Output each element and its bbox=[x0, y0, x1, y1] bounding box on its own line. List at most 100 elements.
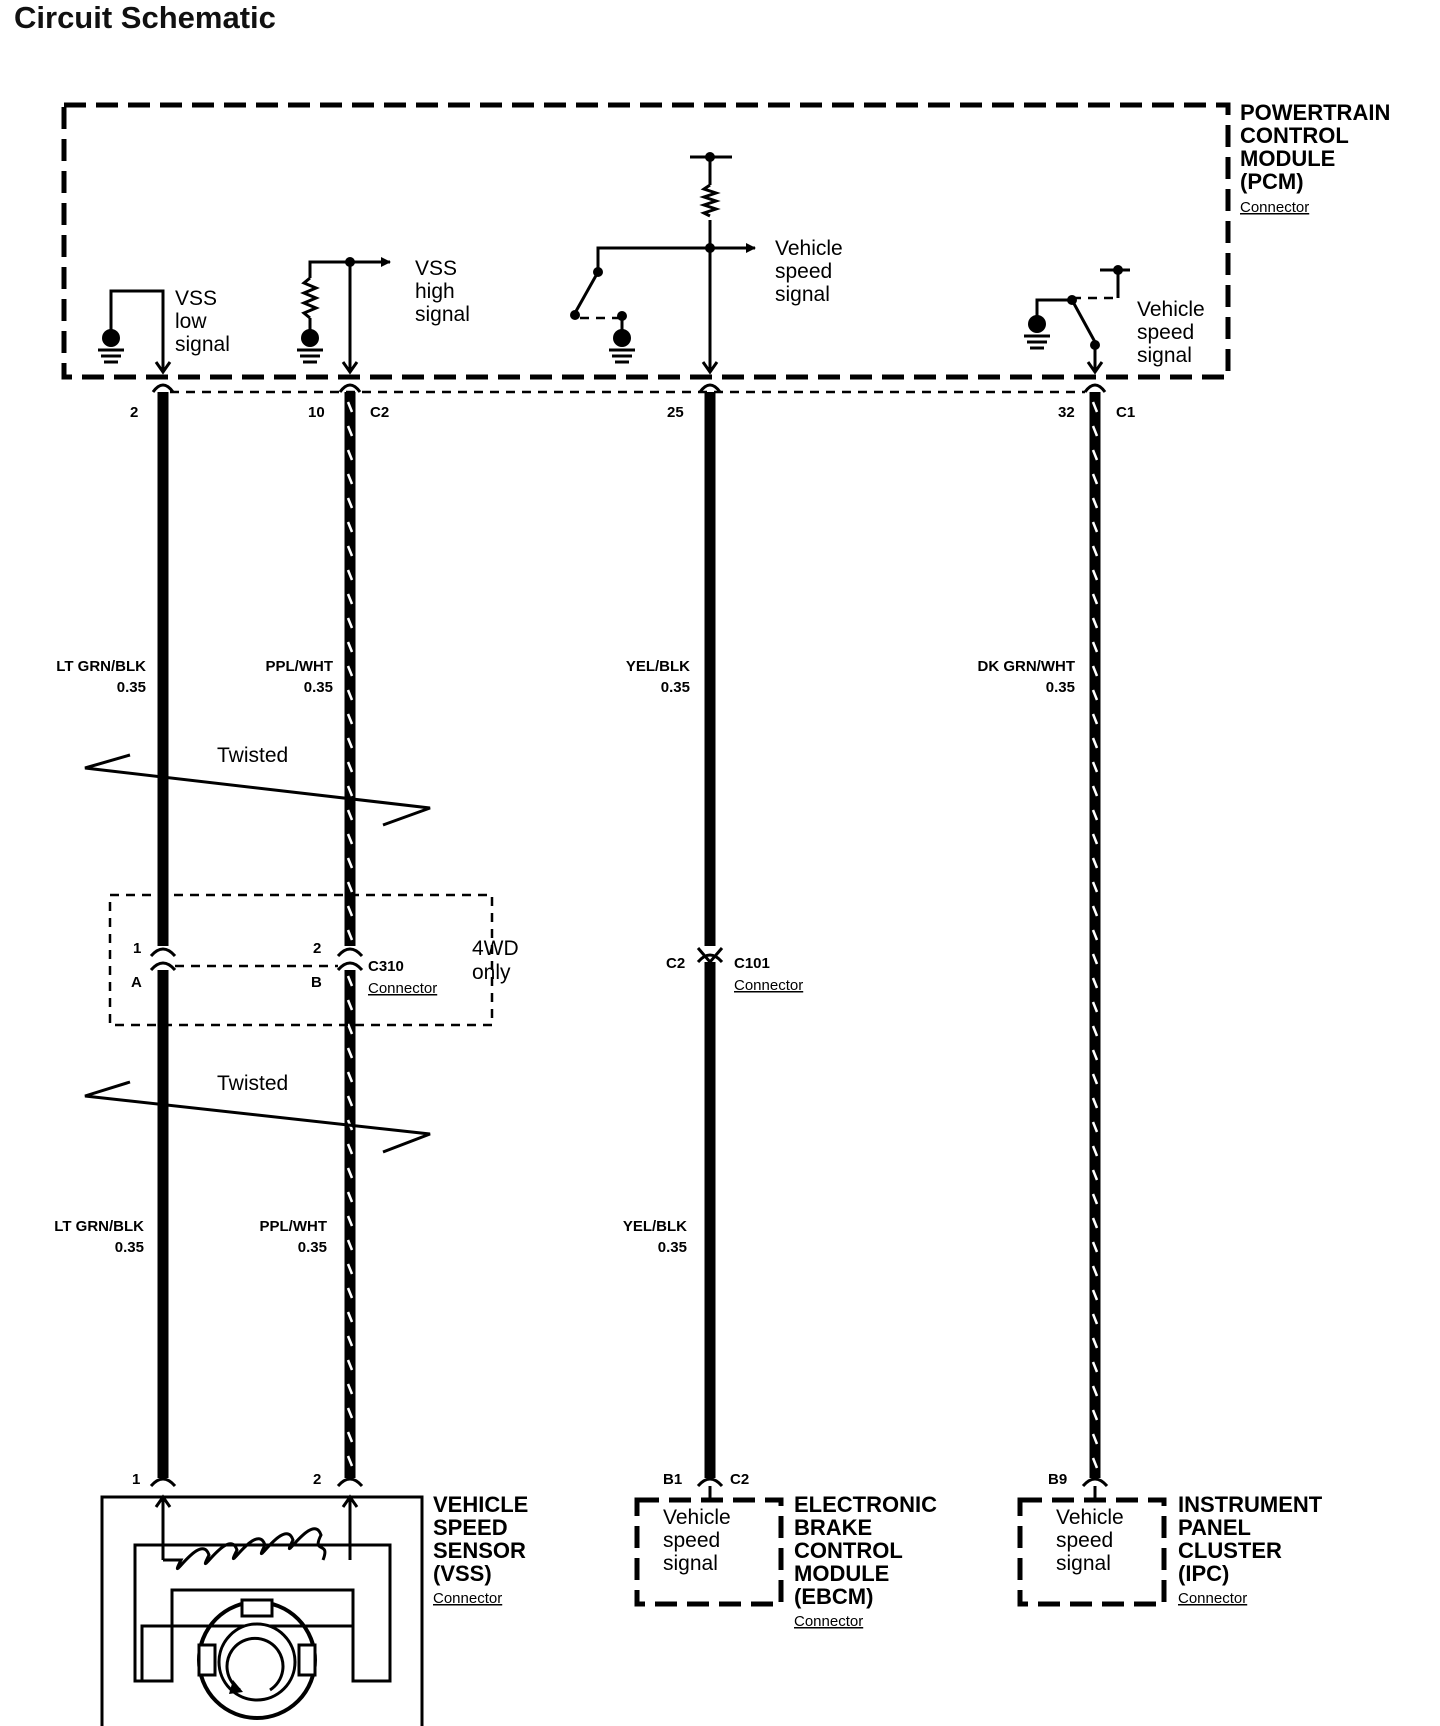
wire-1-lower-color: LT GRN/BLK bbox=[54, 1218, 144, 1235]
wire-2-upper-size: 0.35 bbox=[304, 679, 333, 696]
wire-stripe bbox=[346, 401, 354, 413]
wire-stripe bbox=[1091, 905, 1099, 917]
wire-stripe bbox=[346, 1335, 354, 1347]
ebcm-name-line3: CONTROL bbox=[794, 1538, 903, 1563]
svg-text:low: low bbox=[175, 310, 207, 333]
svg-text:speed: speed bbox=[1137, 321, 1194, 344]
pin-32: 32 bbox=[1058, 404, 1075, 421]
wire-stripe bbox=[346, 689, 354, 701]
wire-stripe bbox=[1091, 1145, 1099, 1157]
pin-10: 10 bbox=[308, 404, 325, 421]
wire-stripe bbox=[346, 1239, 354, 1251]
ebcm-connector-label: Connector bbox=[794, 1613, 863, 1630]
wire-1 bbox=[149, 383, 177, 1488]
ipc-name-line3: CLUSTER bbox=[1178, 1538, 1282, 1563]
wire-stripe bbox=[1091, 1193, 1099, 1205]
vss-high-signal-block: VSS high signal bbox=[297, 257, 470, 375]
wire-stripe bbox=[346, 1431, 354, 1443]
wire-stripe bbox=[1091, 1265, 1099, 1277]
svg-text:only: only bbox=[472, 961, 511, 984]
wire-stripe bbox=[346, 1095, 354, 1107]
wire-stripe bbox=[346, 1263, 354, 1275]
wire-stripe bbox=[1091, 1313, 1099, 1325]
svg-text:signal: signal bbox=[415, 303, 470, 326]
wire-stripe bbox=[1091, 1409, 1099, 1421]
wire-stripe bbox=[1091, 1385, 1099, 1397]
wire-2 bbox=[336, 383, 364, 1488]
wire-stripe bbox=[346, 1023, 354, 1035]
pcm-name-line2: CONTROL bbox=[1240, 123, 1349, 148]
wire-stripe bbox=[346, 857, 354, 869]
wire-stripe bbox=[1091, 1121, 1099, 1133]
svg-text:C310: C310 bbox=[368, 958, 404, 975]
wire-stripe bbox=[1091, 617, 1099, 629]
wire-stripe bbox=[346, 497, 354, 509]
wire-3-upper-size: 0.35 bbox=[661, 679, 690, 696]
wire-stripe bbox=[346, 999, 354, 1011]
wire-stripe bbox=[346, 1167, 354, 1179]
wire-stripe bbox=[1091, 785, 1099, 797]
svg-text:A: A bbox=[131, 974, 142, 991]
wire-stripe bbox=[1091, 641, 1099, 653]
wire-stripe bbox=[1091, 689, 1099, 701]
wire-stripe bbox=[1091, 1241, 1099, 1253]
svg-text:Vehicle: Vehicle bbox=[775, 237, 843, 260]
wire-stripe bbox=[346, 473, 354, 485]
wire-1-upper-size: 0.35 bbox=[117, 679, 146, 696]
svg-text:speed: speed bbox=[663, 1529, 720, 1552]
wire-stripe bbox=[346, 929, 354, 941]
wire-stripe bbox=[346, 521, 354, 533]
wire-stripe bbox=[1091, 1433, 1099, 1445]
wire-stripe bbox=[1091, 761, 1099, 773]
connector-c2-top: C2 bbox=[370, 404, 389, 421]
svg-text:VSS: VSS bbox=[415, 257, 457, 280]
wire-stripe bbox=[346, 833, 354, 845]
wire-stripe bbox=[1091, 569, 1099, 581]
wire-stripe bbox=[1091, 473, 1099, 485]
ebcm-connector-c2: C2 bbox=[730, 1471, 749, 1488]
wire-stripe bbox=[346, 545, 354, 557]
ipc-connector-label: Connector bbox=[1178, 1590, 1247, 1607]
ipc-name-line1: INSTRUMENT bbox=[1178, 1492, 1323, 1517]
wire-stripe bbox=[1091, 833, 1099, 845]
wire-stripe bbox=[346, 1287, 354, 1299]
wire-stripe bbox=[1091, 809, 1099, 821]
wire-stripe bbox=[346, 785, 354, 797]
wire-stripe bbox=[1091, 1457, 1099, 1469]
vss-sensor bbox=[100, 1494, 424, 1726]
wire-stripe bbox=[346, 425, 354, 437]
ebcm-module: Vehicle speed signal bbox=[634, 1486, 784, 1607]
svg-text:2: 2 bbox=[313, 940, 321, 957]
c310-connector: 1 2 A B C310 Connector 4WD only bbox=[108, 893, 519, 1027]
svg-text:speed: speed bbox=[775, 260, 832, 283]
svg-text:high: high bbox=[415, 280, 455, 303]
wire-stripe bbox=[1091, 593, 1099, 605]
wire-3-lower-color: YEL/BLK bbox=[623, 1218, 687, 1235]
wire-1-upper-color: LT GRN/BLK bbox=[56, 658, 146, 675]
svg-text:VSS: VSS bbox=[175, 287, 217, 310]
wire-stripe bbox=[346, 809, 354, 821]
wire-stripe bbox=[1091, 521, 1099, 533]
ipc-name-line2: PANEL bbox=[1178, 1515, 1251, 1540]
twisted-lower: Twisted bbox=[84, 1072, 431, 1154]
ipc-pin-b9: B9 bbox=[1048, 1471, 1067, 1488]
wire-stripe bbox=[1091, 425, 1099, 437]
wire-stripe bbox=[1091, 1097, 1099, 1109]
wire-stripe bbox=[346, 905, 354, 917]
wire-stripe bbox=[346, 593, 354, 605]
ipc-module: Vehicle speed signal bbox=[1017, 1486, 1167, 1607]
vss-connector-label: Connector bbox=[433, 1590, 502, 1607]
svg-text:4WD: 4WD bbox=[472, 937, 519, 960]
wire-stripe bbox=[346, 881, 354, 893]
svg-text:C2: C2 bbox=[666, 955, 685, 972]
svg-text:speed: speed bbox=[1056, 1529, 1113, 1552]
wire-stripe bbox=[1091, 881, 1099, 893]
wire-stripe bbox=[1091, 1049, 1099, 1061]
pcm-box bbox=[61, 102, 1231, 380]
wire-stripe bbox=[346, 713, 354, 725]
wire-stripe bbox=[346, 737, 354, 749]
pin-2: 2 bbox=[130, 404, 138, 421]
wire-stripe bbox=[346, 1311, 354, 1323]
svg-text:signal: signal bbox=[175, 333, 230, 356]
pcm-name-line4: (PCM) bbox=[1240, 169, 1304, 194]
